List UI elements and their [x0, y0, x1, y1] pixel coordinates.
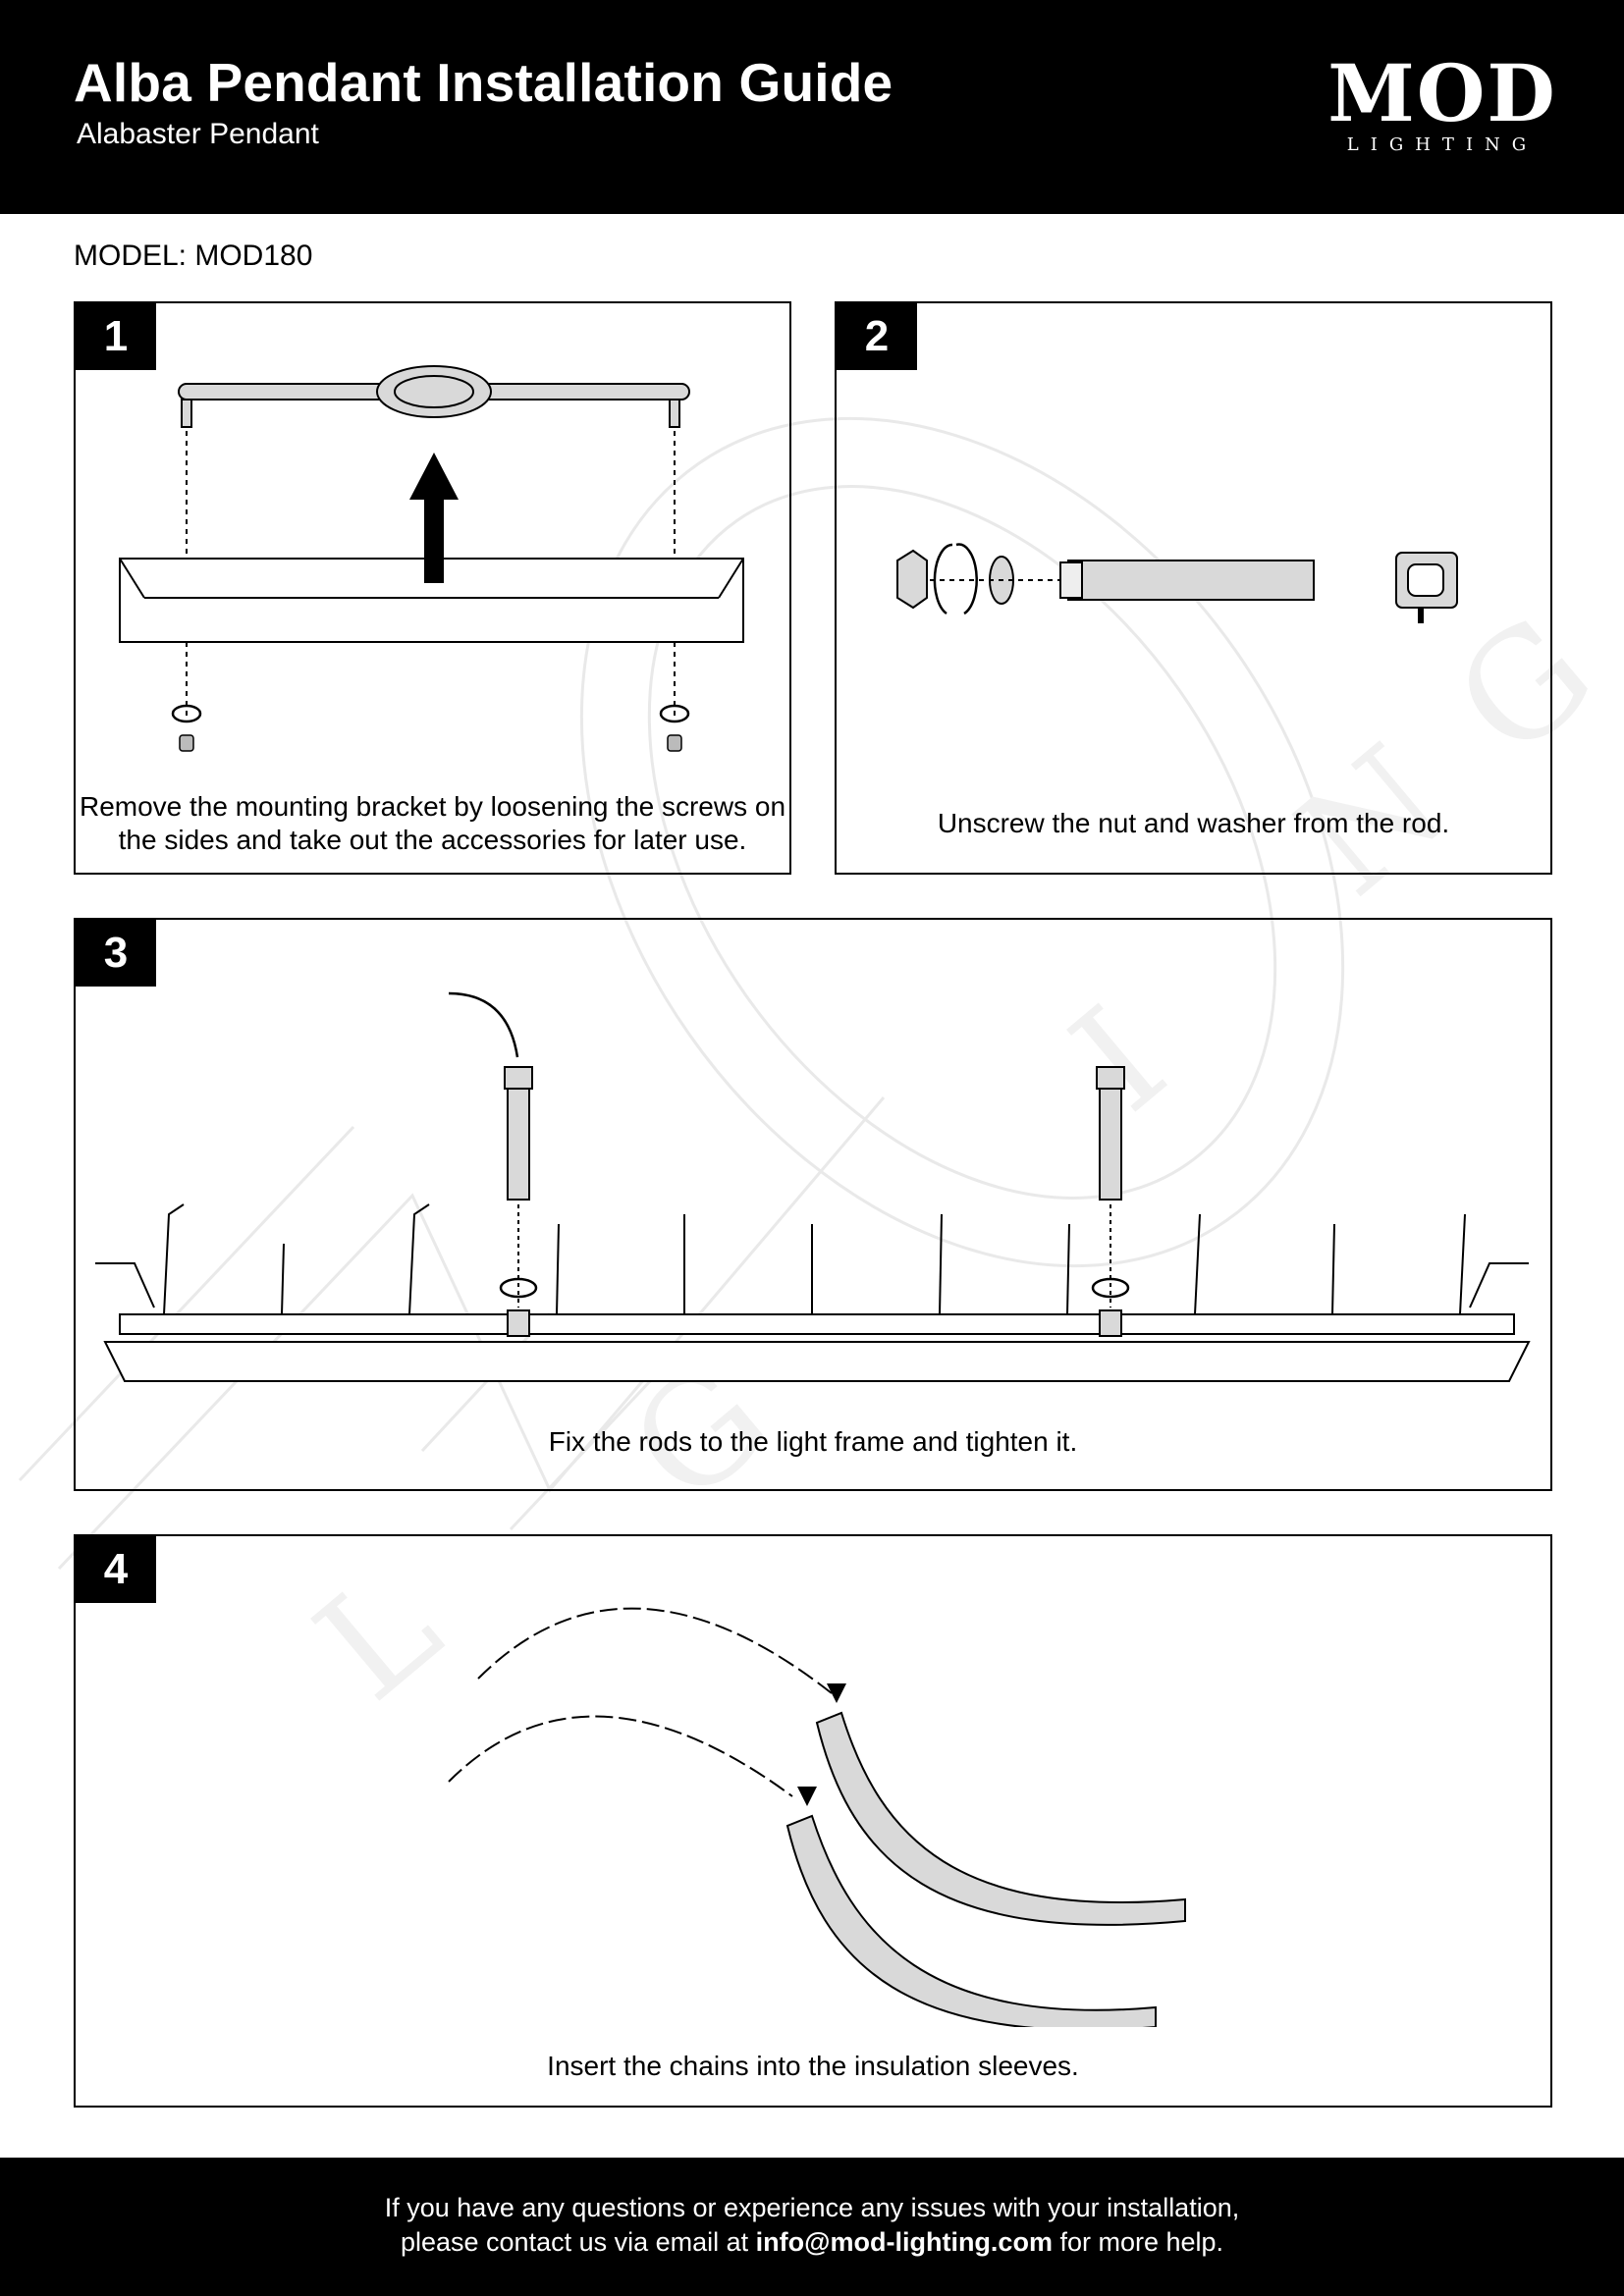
step-1-badge: 1: [76, 303, 156, 370]
footer-line-1: If you have any questions or experience …: [384, 2193, 1240, 2222]
step-3-badge: 3: [76, 920, 156, 987]
footer-line-2: please contact us via email at info@mod-…: [0, 2225, 1624, 2260]
support-email-link[interactable]: info@mod-lighting.com: [755, 2227, 1053, 2257]
step-4-caption: Insert the chains into the insulation sl…: [547, 2051, 1079, 2081]
step-3-panel: 3: [74, 918, 1552, 1491]
step-2-illustration: [896, 543, 1458, 623]
step-3-caption: Fix the rods to the light frame and tigh…: [548, 1426, 1078, 1457]
footer-text-prefix: please contact us via email at: [400, 2227, 756, 2257]
step-4-illustration: [448, 1607, 1186, 2027]
page-footer: If you have any questions or experience …: [0, 2158, 1624, 2296]
brand-logo: MOD LIGHTING: [1325, 54, 1560, 155]
model-number: MODEL: MOD180: [74, 240, 313, 272]
logo-wordmark: LIGHTING: [1346, 134, 1539, 155]
step-2-badge: 2: [837, 303, 917, 370]
page-subtitle: Alabaster Pendant: [77, 118, 319, 150]
step-2-caption: Unscrew the nut and washer from the rod.: [937, 808, 1450, 838]
page-title: Alba Pendant Installation Guide: [74, 52, 893, 113]
step-1-caption-line-1: Remove the mounting bracket by loosening…: [79, 791, 786, 822]
footer-text-suffix: for more help.: [1052, 2227, 1224, 2257]
step-2-panel: 2 Unscrew the nut and washer from the ro…: [835, 301, 1552, 875]
step-3-illustration: [95, 991, 1531, 1382]
step-1-panel: 1 Remove the: [74, 301, 791, 875]
logo-mark: MOD: [1327, 47, 1557, 139]
page-header: Alba Pendant Installation Guide Alabaste…: [0, 0, 1624, 214]
step-4-panel: 4 Insert the chains into the insulation …: [74, 1534, 1552, 2108]
step-1-caption-line-2: the sides and take out the accessories f…: [118, 825, 747, 855]
step-1-illustration: [119, 365, 744, 752]
step-4-badge: 4: [76, 1536, 156, 1603]
